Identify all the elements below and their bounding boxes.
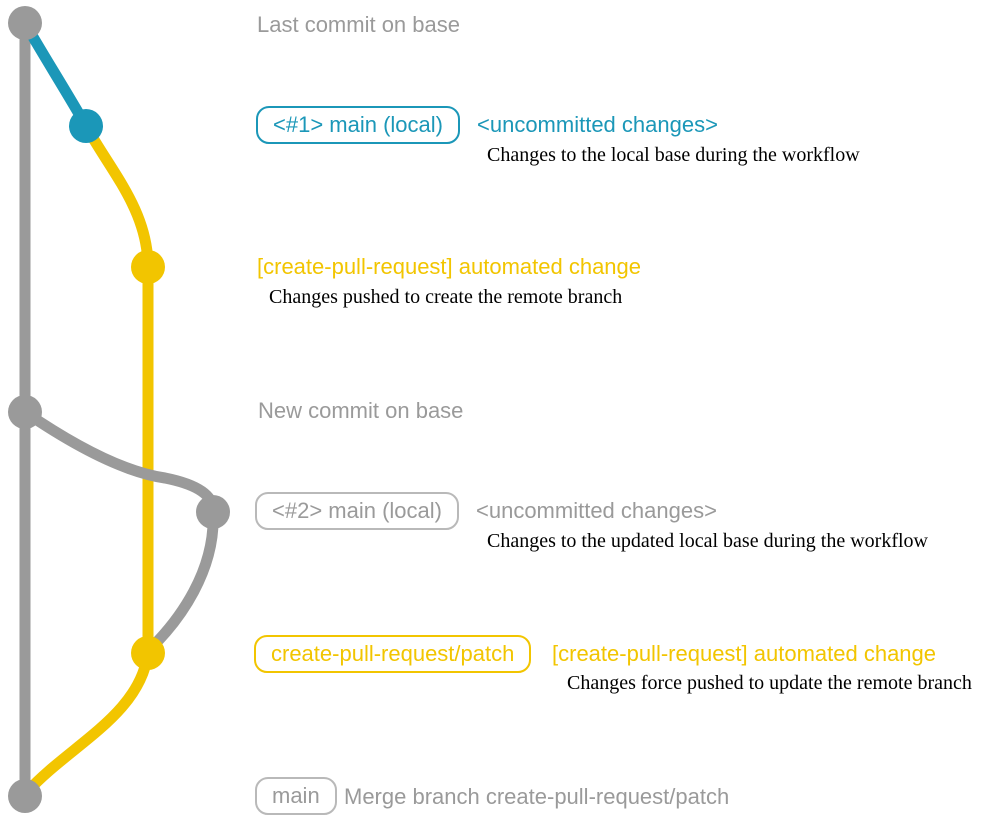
description-updated-local-base-changes: Changes to the updated local base during… [487,530,928,552]
annotation-last-commit-on-base: Last commit on base [257,12,460,37]
description-force-push-update-branch: Changes force pushed to update the remot… [567,672,972,694]
commit-dot-merge [8,779,42,813]
commit-dot-local-2 [196,495,230,529]
description-push-create-branch: Changes pushed to create the remote bran… [269,286,623,308]
commit-dot-local-1 [69,109,103,143]
base-update-segment [19,406,219,518]
rebase-segment [143,506,219,656]
description-local-base-changes: Changes to the local base during the wor… [487,144,860,166]
local-branch-segment [19,17,92,132]
commit-dot-patch-2 [131,636,165,670]
merge-segment [21,647,154,798]
commit-dot-new-base [8,395,42,429]
label-merge-branch: Merge branch create-pull-request/patch [344,784,730,809]
label-uncommitted-changes-1: <uncommitted changes> [477,112,718,137]
label-automated-change-2: [create-pull-request] automated change [552,641,937,666]
badge-main-local-2: <#2> main (local) [255,492,459,530]
badge-main-local-1: <#1> main (local) [256,106,460,144]
patch-branch-line [80,120,154,659]
commit-dot-last-base [8,6,42,40]
commit-dot-patch-1 [131,250,165,284]
label-automated-change-1: [create-pull-request] automated change [257,254,642,279]
badge-create-pull-request-patch: create-pull-request/patch [254,635,532,673]
label-uncommitted-changes-2: <uncommitted changes> [476,498,717,523]
annotation-new-commit-on-base: New commit on base [258,398,464,423]
badge-main: main [255,777,337,815]
